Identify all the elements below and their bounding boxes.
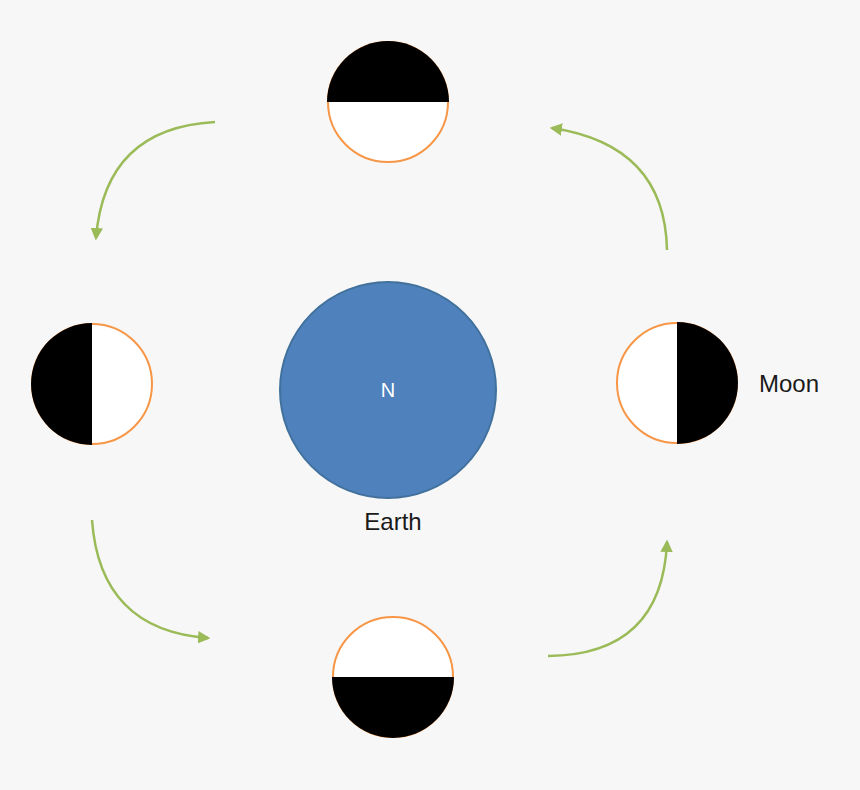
orbit-arrow [552, 128, 667, 250]
moon-phase [617, 322, 738, 444]
moon-phase [327, 41, 449, 162]
moon-phase [332, 617, 454, 738]
moon-shape [617, 323, 737, 443]
orbit-arrow [548, 542, 667, 656]
moon-label: Moon [759, 370, 819, 398]
moon-phase [31, 323, 152, 445]
orbit-arrow [96, 122, 215, 238]
earth-circle: NEarth [278, 280, 498, 500]
pole-label: N [381, 379, 395, 402]
earth-label: Earth [364, 508, 421, 536]
orbit-arrows [92, 122, 667, 656]
moon-circle: Moon [617, 323, 737, 443]
earth-disc [280, 282, 496, 498]
orbit-arrow [92, 520, 208, 638]
